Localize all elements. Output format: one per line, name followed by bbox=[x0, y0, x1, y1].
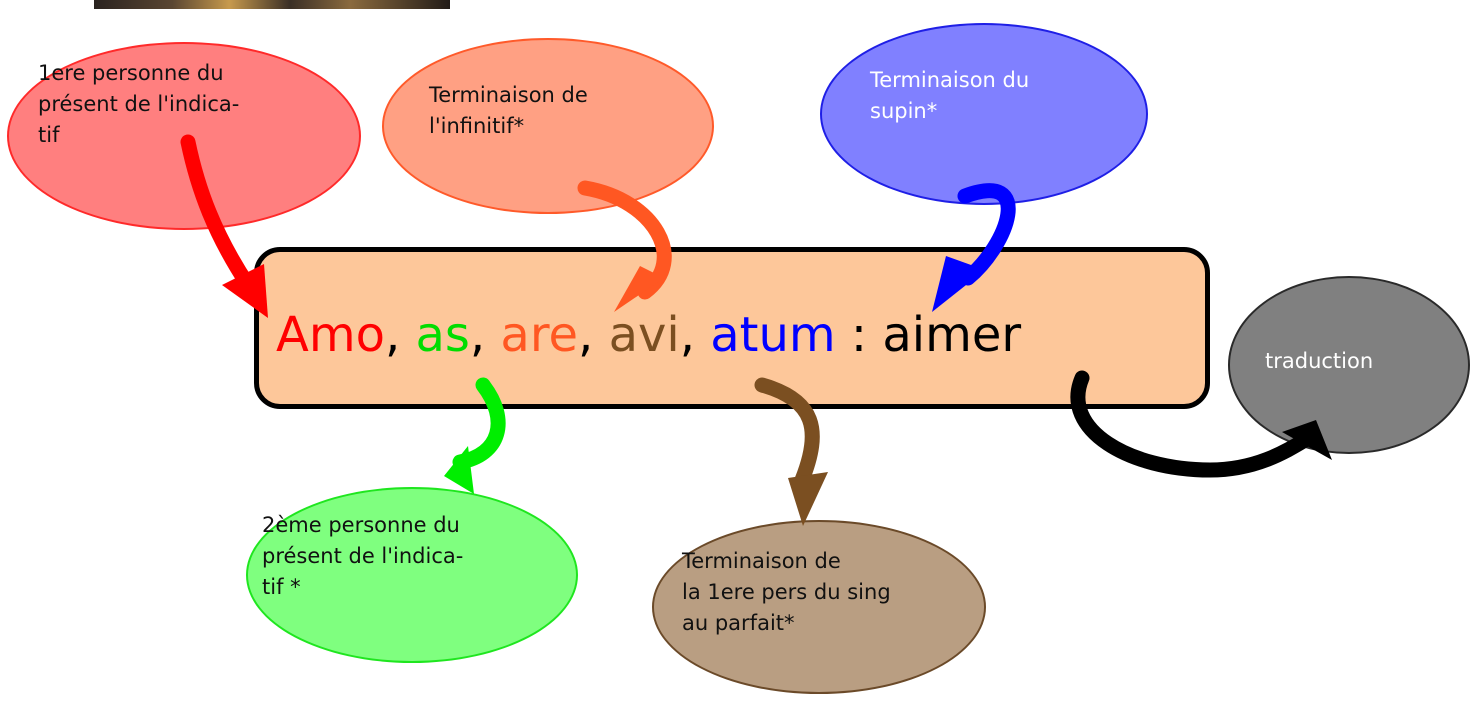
bubble-parfait-text: Terminaison de la 1ere pers du sing au p… bbox=[682, 549, 891, 635]
bubble-infinitif-text: Terminaison de l'infinitif* bbox=[429, 83, 588, 138]
orange-arrow bbox=[577, 180, 672, 312]
blue-arrow bbox=[932, 183, 1016, 312]
word-atum: atum bbox=[710, 307, 836, 363]
green-arrow bbox=[444, 377, 506, 494]
sep-1: , bbox=[384, 307, 416, 363]
bubble-traduction bbox=[1228, 276, 1470, 454]
sep-2: , bbox=[469, 307, 501, 363]
bubble-supin-text: Terminaison du supin* bbox=[870, 68, 1030, 123]
sep-3: , bbox=[578, 307, 609, 363]
bubble-present2 bbox=[246, 487, 578, 663]
colon: : bbox=[835, 307, 883, 363]
bubble-present2-text: 2ème personne du présent de l'indica- ti… bbox=[262, 513, 464, 599]
bubble-infinitif bbox=[382, 38, 714, 214]
bubble-supin bbox=[820, 23, 1148, 205]
word-as: as bbox=[415, 307, 470, 363]
main-box bbox=[254, 247, 1210, 409]
red-arrow bbox=[180, 134, 268, 318]
sep-4: , bbox=[679, 307, 711, 363]
word-aimer: aimer bbox=[882, 307, 1022, 363]
bubble-traduction-text: traduction bbox=[1265, 349, 1374, 373]
word-are: are bbox=[500, 307, 579, 363]
bubble-parfait bbox=[652, 520, 986, 694]
main-line: Amo, as, are, avi, atum : aimer bbox=[276, 300, 1021, 370]
word-avi: avi bbox=[608, 307, 680, 363]
bubble-present1-text: 1ere personne du présent de l'indica- ti… bbox=[38, 61, 240, 147]
word-amo: Amo bbox=[276, 307, 385, 363]
photo-strip bbox=[94, 0, 450, 9]
brown-arrow bbox=[754, 377, 828, 526]
black-arrow bbox=[1070, 370, 1332, 478]
